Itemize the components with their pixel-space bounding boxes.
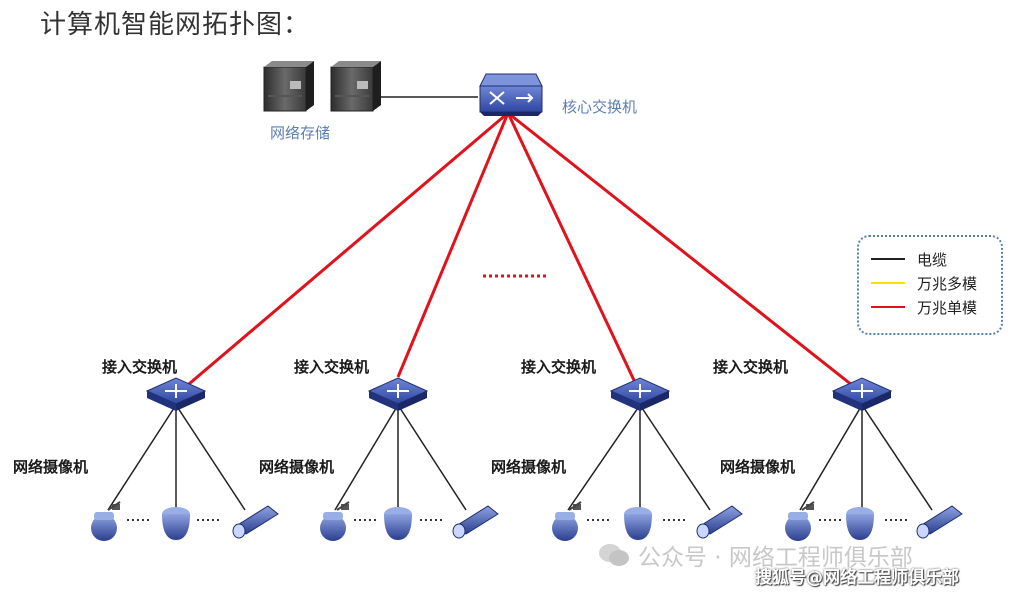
legend-label: 电缆 (917, 250, 948, 269)
fiber-link-3 (506, 112, 642, 394)
camera-label: 网络摄像机 (13, 458, 89, 476)
legend-swatch (871, 258, 905, 260)
box-camera-icon (232, 505, 279, 539)
access-switch-icon (367, 377, 429, 411)
fiber-links (175, 111, 863, 397)
storage-label: 网络存储 (270, 124, 331, 142)
dome-camera-wall-icon (91, 501, 121, 541)
box-camera-icon (696, 505, 743, 539)
legend-item-cable: 电缆 (871, 249, 947, 269)
camera-label: 网络摄像机 (259, 458, 335, 476)
dome-camera-icon (162, 507, 190, 540)
legend: 电缆 万兆多模 万兆单模 (857, 235, 1003, 335)
camera-cables (107, 404, 933, 511)
fiber-link-1 (175, 111, 509, 397)
camera-label: 网络摄像机 (720, 458, 796, 476)
legend-label: 万兆多模 (917, 274, 978, 293)
legend-item-multimode: 万兆多模 (871, 273, 977, 293)
box-camera-icon (916, 505, 963, 539)
legend-label: 万兆单模 (917, 298, 978, 317)
access-switch-icon (831, 377, 893, 411)
watermark-source: 搜狐号@网络工程师俱乐部 (755, 568, 959, 588)
storage-server-icon (330, 61, 381, 112)
access-switch-label: 接入交换机 (521, 358, 597, 376)
legend-item-singlemode: 万兆单模 (871, 297, 977, 317)
core-switch-icon (479, 73, 543, 116)
camera-label: 网络摄像机 (491, 458, 567, 476)
fiber-link-2 (396, 112, 510, 378)
watermark-account: 公众号 · 网络工程师俱乐部 (598, 538, 913, 572)
fiber-link-4 (507, 111, 863, 395)
access-switch-icon (145, 377, 207, 411)
legend-swatch (871, 282, 905, 284)
wechat-icon (599, 544, 629, 566)
access-switch-icon (609, 377, 671, 411)
access-switch-label: 接入交换机 (713, 358, 789, 376)
page-title: 计算机智能网拓扑图： (40, 10, 311, 40)
dome-camera-wall-icon (785, 501, 815, 541)
dome-camera-icon (624, 507, 652, 540)
storage-server-icon (263, 61, 314, 112)
core-switch-label: 核心交换机 (562, 98, 638, 116)
box-camera-icon (452, 505, 499, 539)
access-switch-label: 接入交换机 (102, 358, 178, 376)
access-switch-label: 接入交换机 (294, 358, 370, 376)
dome-camera-icon (846, 507, 874, 540)
dome-camera-wall-icon (552, 501, 582, 541)
watermark-account-text: 公众号 · 网络工程师俱乐部 (638, 545, 913, 571)
dome-camera-wall-icon (320, 501, 350, 541)
dome-camera-icon (384, 507, 412, 540)
legend-swatch (871, 306, 905, 308)
